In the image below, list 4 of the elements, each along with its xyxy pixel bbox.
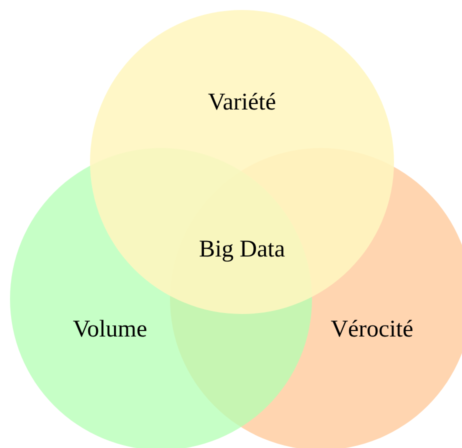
circle-label: Volume (72, 316, 148, 344)
center-label: Big Data (199, 236, 285, 264)
circle-label: Vérocité (330, 316, 414, 344)
circle-label: Variété (208, 90, 276, 116)
